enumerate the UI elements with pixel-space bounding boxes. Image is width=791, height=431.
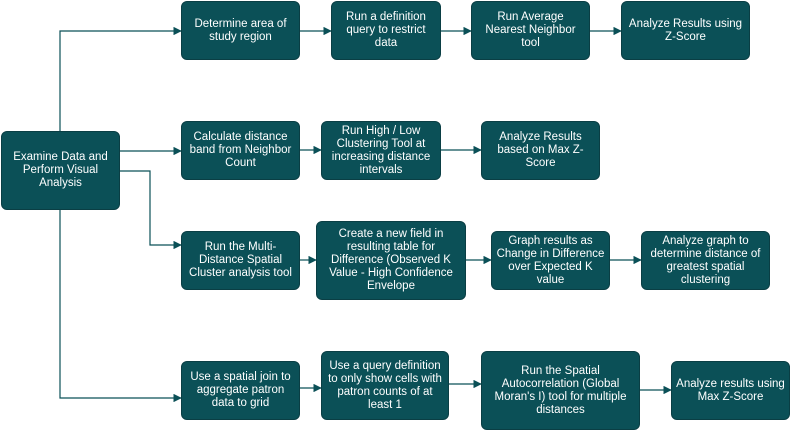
step-r1-1[interactable]: Determine area of study region (181, 1, 300, 60)
connector-start-to-row4 (59, 210, 182, 403)
step-r3-3[interactable]: Graph results as Change in Difference ov… (491, 231, 610, 290)
step-r4-1[interactable]: Use a spatial join to aggregate patron d… (181, 361, 300, 420)
step-r2-2[interactable]: Run High / Low Clustering Tool at increa… (321, 121, 441, 180)
step-r4-2[interactable]: Use a query definition to only show cell… (321, 351, 449, 420)
connector-start-to-row1 (59, 26, 182, 131)
step-r3-1[interactable]: Run the Multi-Distance Spatial Cluster a… (181, 231, 300, 290)
step-r3-4[interactable]: Analyze graph to determine distance of g… (641, 231, 770, 290)
connector-start-to-row3 (120, 170, 182, 250)
start-node[interactable]: Examine Data and Perform Visual Analysis (1, 131, 120, 210)
step-r1-3[interactable]: Run Average Nearest Neighbor tool (471, 1, 590, 60)
step-r2-3[interactable]: Analyze Results based on Max Z-Score (481, 121, 600, 180)
step-r3-2[interactable]: Create a new field in resulting table fo… (316, 221, 466, 300)
step-r1-2[interactable]: Run a definition query to restrict data (331, 1, 441, 60)
step-r2-1[interactable]: Calculate distance band from Neighbor Co… (181, 121, 300, 180)
step-r4-3[interactable]: Run the Spatial Autocorrelation (Global … (481, 351, 640, 430)
step-r1-4[interactable]: Analyze Results using Z-Score (621, 1, 750, 60)
step-r4-4[interactable]: Analyze results using Max Z-Score (671, 361, 790, 420)
